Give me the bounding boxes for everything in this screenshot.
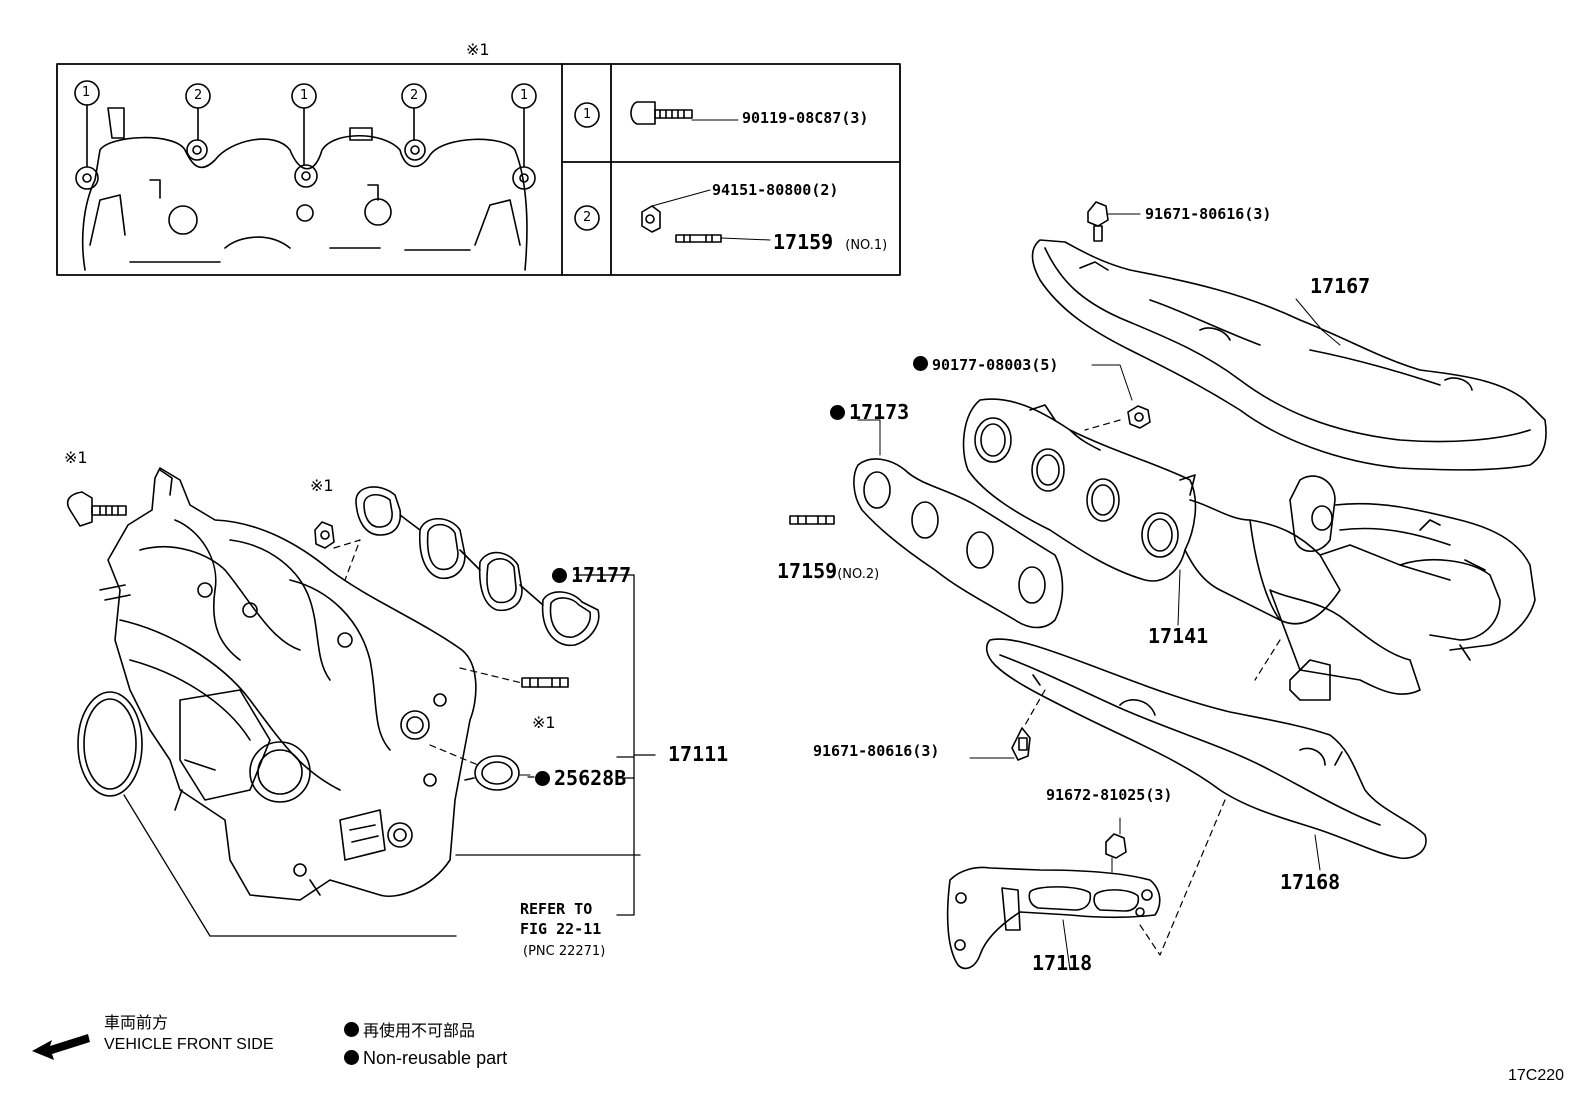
- part-17167: 17167: [1310, 274, 1371, 298]
- part-25628b: 25628B: [535, 768, 626, 788]
- part-94151-80800: 94151-80800(2): [712, 181, 839, 199]
- inset-callout-1a: 1: [82, 85, 91, 100]
- inset-callout-2a: 2: [194, 88, 203, 103]
- legend-nonreuse-en: Non-reusable part: [344, 1049, 507, 1067]
- part-17159-no1: 17159 (NO.1): [773, 230, 888, 254]
- legend-front-jp: 車両前方: [104, 1013, 169, 1032]
- inset-table-frame: [56, 63, 901, 276]
- part-17159-no2: 17159(NO.2): [777, 559, 880, 583]
- inset-row1-number: 1: [583, 107, 592, 122]
- part-17168: 17168: [1280, 870, 1341, 894]
- part-91671-80616-bottom: 91671-80616(3): [813, 742, 940, 760]
- throttle-seal-ring: [77, 691, 641, 937]
- refer-line-2: FIG 22-11: [520, 920, 602, 938]
- part-17118: 17118: [1032, 951, 1093, 975]
- inset-row2-number: 2: [583, 210, 592, 225]
- nut-reference-mark: ※1: [310, 476, 334, 495]
- exhaust-bracket: [946, 817, 1161, 971]
- bolt-reference-mark: ※1: [64, 448, 88, 467]
- figure-code: 17C220: [1508, 1067, 1565, 1084]
- exhaust-manifold: [962, 364, 1536, 701]
- refer-line-3: (PNC 22271): [523, 944, 606, 959]
- part-91672-81025: 91672-81025(3): [1046, 786, 1173, 804]
- inset-callout-2b: 2: [410, 88, 419, 103]
- vehicle-front-arrow: [32, 1034, 90, 1060]
- part-90119-08c87: 90119-08C87(3): [742, 109, 869, 127]
- refer-line-1: REFER TO: [520, 900, 593, 918]
- intake-gasket: [355, 486, 656, 916]
- inset-reference-mark: ※1: [466, 40, 490, 59]
- part-17111: 17111: [668, 742, 729, 766]
- part-17173: 17173: [830, 402, 909, 422]
- intake-manifold: [99, 467, 477, 901]
- inset-manifold-flange: [74, 80, 537, 271]
- exhaust-gasket: [789, 419, 1064, 629]
- inset-hardware: [630, 101, 771, 243]
- legend-nonreuse-jp: 再使用不可部品: [344, 1022, 475, 1039]
- part-91671-80616-top: 91671-80616(3): [1145, 205, 1272, 223]
- part-90177-08003: 90177-08003(5): [913, 356, 1058, 373]
- exhaust-heat-insulator-lower: [969, 638, 1427, 956]
- left-hardware: [66, 491, 569, 791]
- legend-front-en: VEHICLE FRONT SIDE: [104, 1036, 274, 1053]
- exhaust-heat-insulator-upper: [1031, 201, 1547, 471]
- part-17141: 17141: [1148, 624, 1209, 648]
- stud-reference-mark: ※1: [532, 713, 556, 732]
- inset-callout-1c: 1: [520, 88, 529, 103]
- part-17177: 17177: [552, 565, 631, 585]
- inset-callout-1b: 1: [300, 88, 309, 103]
